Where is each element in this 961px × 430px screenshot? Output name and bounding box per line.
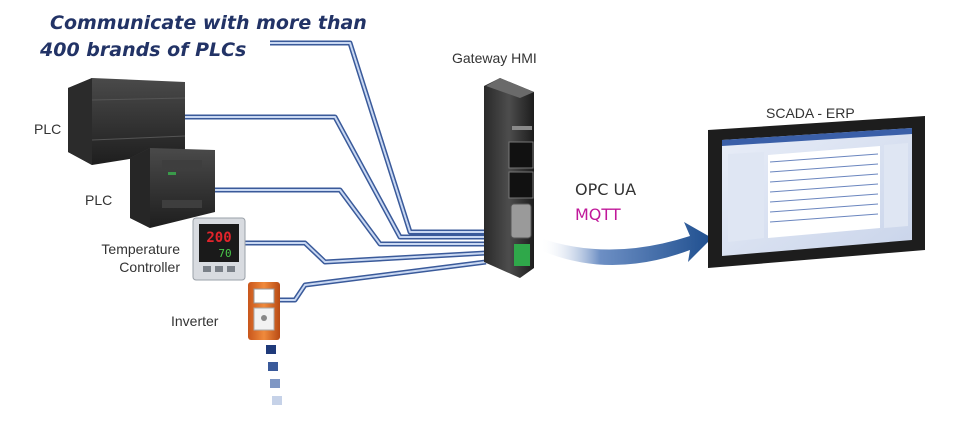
plc-1-label: PLC — [34, 121, 62, 137]
headline-line2-rest: brands of PLCs — [86, 39, 247, 61]
cable-temp-to-gateway — [245, 240, 487, 265]
more-devices-indicator — [266, 345, 282, 405]
scada-label: SCADA - ERP — [766, 105, 855, 121]
plc-device-1 — [68, 78, 186, 165]
inverter-label: Inverter — [171, 313, 219, 329]
headline: Communicate with more than 400 brands of… — [40, 10, 367, 64]
scada-monitor — [708, 116, 925, 268]
cable-plc1-to-gateway — [185, 114, 486, 240]
headline-line1-rest: with more than — [202, 12, 367, 34]
temperature-controller-label: Temperature Controller — [84, 241, 180, 275]
cable-headline-to-gateway — [270, 40, 486, 235]
temp-display-bottom: 70 — [218, 247, 231, 260]
gateway-hmi-device — [484, 78, 534, 278]
temperature-controller-device: 200 70 — [192, 217, 246, 281]
temperature-label-line-2: Controller — [119, 259, 180, 275]
cable-group — [185, 40, 487, 303]
opc-ua-label: OPC UA — [575, 180, 637, 199]
temperature-label-line-1: Temperature — [101, 241, 180, 257]
inverter-device — [248, 282, 280, 340]
cable-plc2-to-gateway — [215, 187, 486, 247]
gateway-label: Gateway HMI — [452, 50, 537, 66]
mqtt-label: MQTT — [575, 205, 621, 224]
plc-2-label: PLC — [85, 192, 113, 208]
cable-inverter-to-gateway — [280, 259, 487, 303]
headline-number: 400 — [40, 39, 80, 61]
data-flow-arrow — [540, 222, 712, 265]
headline-line-2: 400 brands of PLCs — [40, 39, 246, 61]
headline-line-1: Communicate with more than — [50, 10, 367, 37]
headline-strong: Communicate — [50, 12, 197, 34]
plc-device-2 — [130, 148, 215, 228]
temp-display-top: 200 — [206, 230, 231, 246]
